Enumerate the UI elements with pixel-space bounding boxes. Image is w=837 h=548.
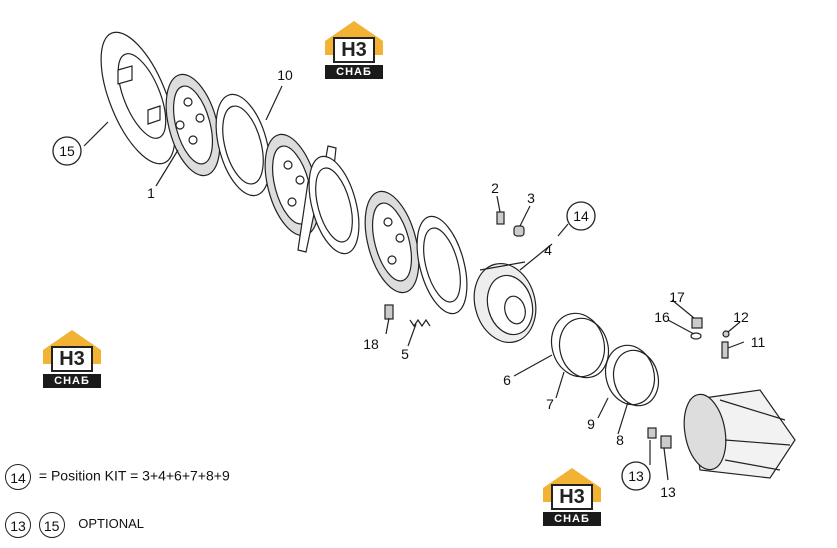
part-11-fitting: [721, 341, 729, 359]
part-10-plate: [215, 93, 271, 197]
callout-13-circled: 13: [628, 468, 644, 484]
callout-6: 6: [503, 372, 511, 388]
part-1-friction-disc: [165, 73, 221, 177]
callout-circle-13: [621, 461, 651, 491]
housing: [683, 389, 796, 479]
logo-text: СНАБ: [325, 65, 383, 79]
callout-13: 13: [660, 484, 676, 500]
logo-mark: H3: [333, 37, 375, 63]
callout-8: 8: [616, 432, 624, 448]
callout-10: 10: [277, 67, 293, 83]
callout-17: 17: [669, 289, 685, 305]
callout-15: 15: [59, 143, 75, 159]
part-17-breather: [691, 317, 703, 329]
legend-optional-a: 13: [5, 512, 31, 538]
callout-3: 3: [527, 190, 535, 206]
callout-12: 12: [733, 309, 749, 325]
plate-2: [308, 155, 360, 255]
legend-optional-b: 15: [38, 512, 65, 538]
legend-optional-text: OPTIONAL: [78, 516, 144, 532]
brand-logo-top: H3 СНАБ: [323, 19, 385, 81]
part-18-bolt: [384, 304, 394, 320]
part-13-plug: [647, 427, 672, 449]
part-12-cap: [722, 330, 730, 338]
part-8-9-seal-rings: [604, 344, 660, 407]
part-6-7-seal-rings: [550, 312, 610, 379]
callout-9: 9: [587, 416, 595, 432]
plate-3: [416, 215, 468, 315]
callout-11: 11: [751, 334, 766, 350]
legend-kit: 14 = Position KIT = 3+4+6+7+8+9: [5, 464, 230, 490]
logo-text: СНАБ: [43, 374, 101, 388]
logo-text: СНАБ: [543, 512, 601, 526]
part-16-washer: [690, 332, 702, 340]
legend-kit-text: = Position KIT = 3+4+6+7+8+9: [38, 467, 230, 484]
part-5-spring: [409, 318, 431, 328]
callout-2: 2: [491, 180, 499, 196]
callout-circle-15: [52, 136, 82, 166]
callout-7: 7: [546, 396, 554, 412]
callout-5: 5: [401, 346, 409, 362]
brand-logo-left: H3 СНАБ: [41, 328, 103, 390]
callout-18: 18: [363, 336, 379, 352]
logo-mark: H3: [51, 346, 93, 372]
legend-optional: 13 15 OPTIONAL: [5, 512, 144, 538]
brand-logo-bottom: H3 СНАБ: [541, 466, 603, 528]
legend-kit-number: 14: [5, 464, 31, 490]
friction-disc-3: [364, 190, 420, 294]
callout-circle-14: [566, 201, 596, 231]
logo-mark: H3: [551, 484, 593, 510]
callout-4: 4: [544, 242, 552, 258]
callout-16: 16: [654, 309, 670, 325]
part-15-disc: [100, 31, 176, 165]
callout-1: 1: [147, 185, 155, 201]
part-3-plug: [513, 225, 525, 237]
part-4-piston: [473, 261, 537, 344]
part-2-bolt: [496, 211, 505, 225]
callout-14: 14: [573, 208, 589, 224]
